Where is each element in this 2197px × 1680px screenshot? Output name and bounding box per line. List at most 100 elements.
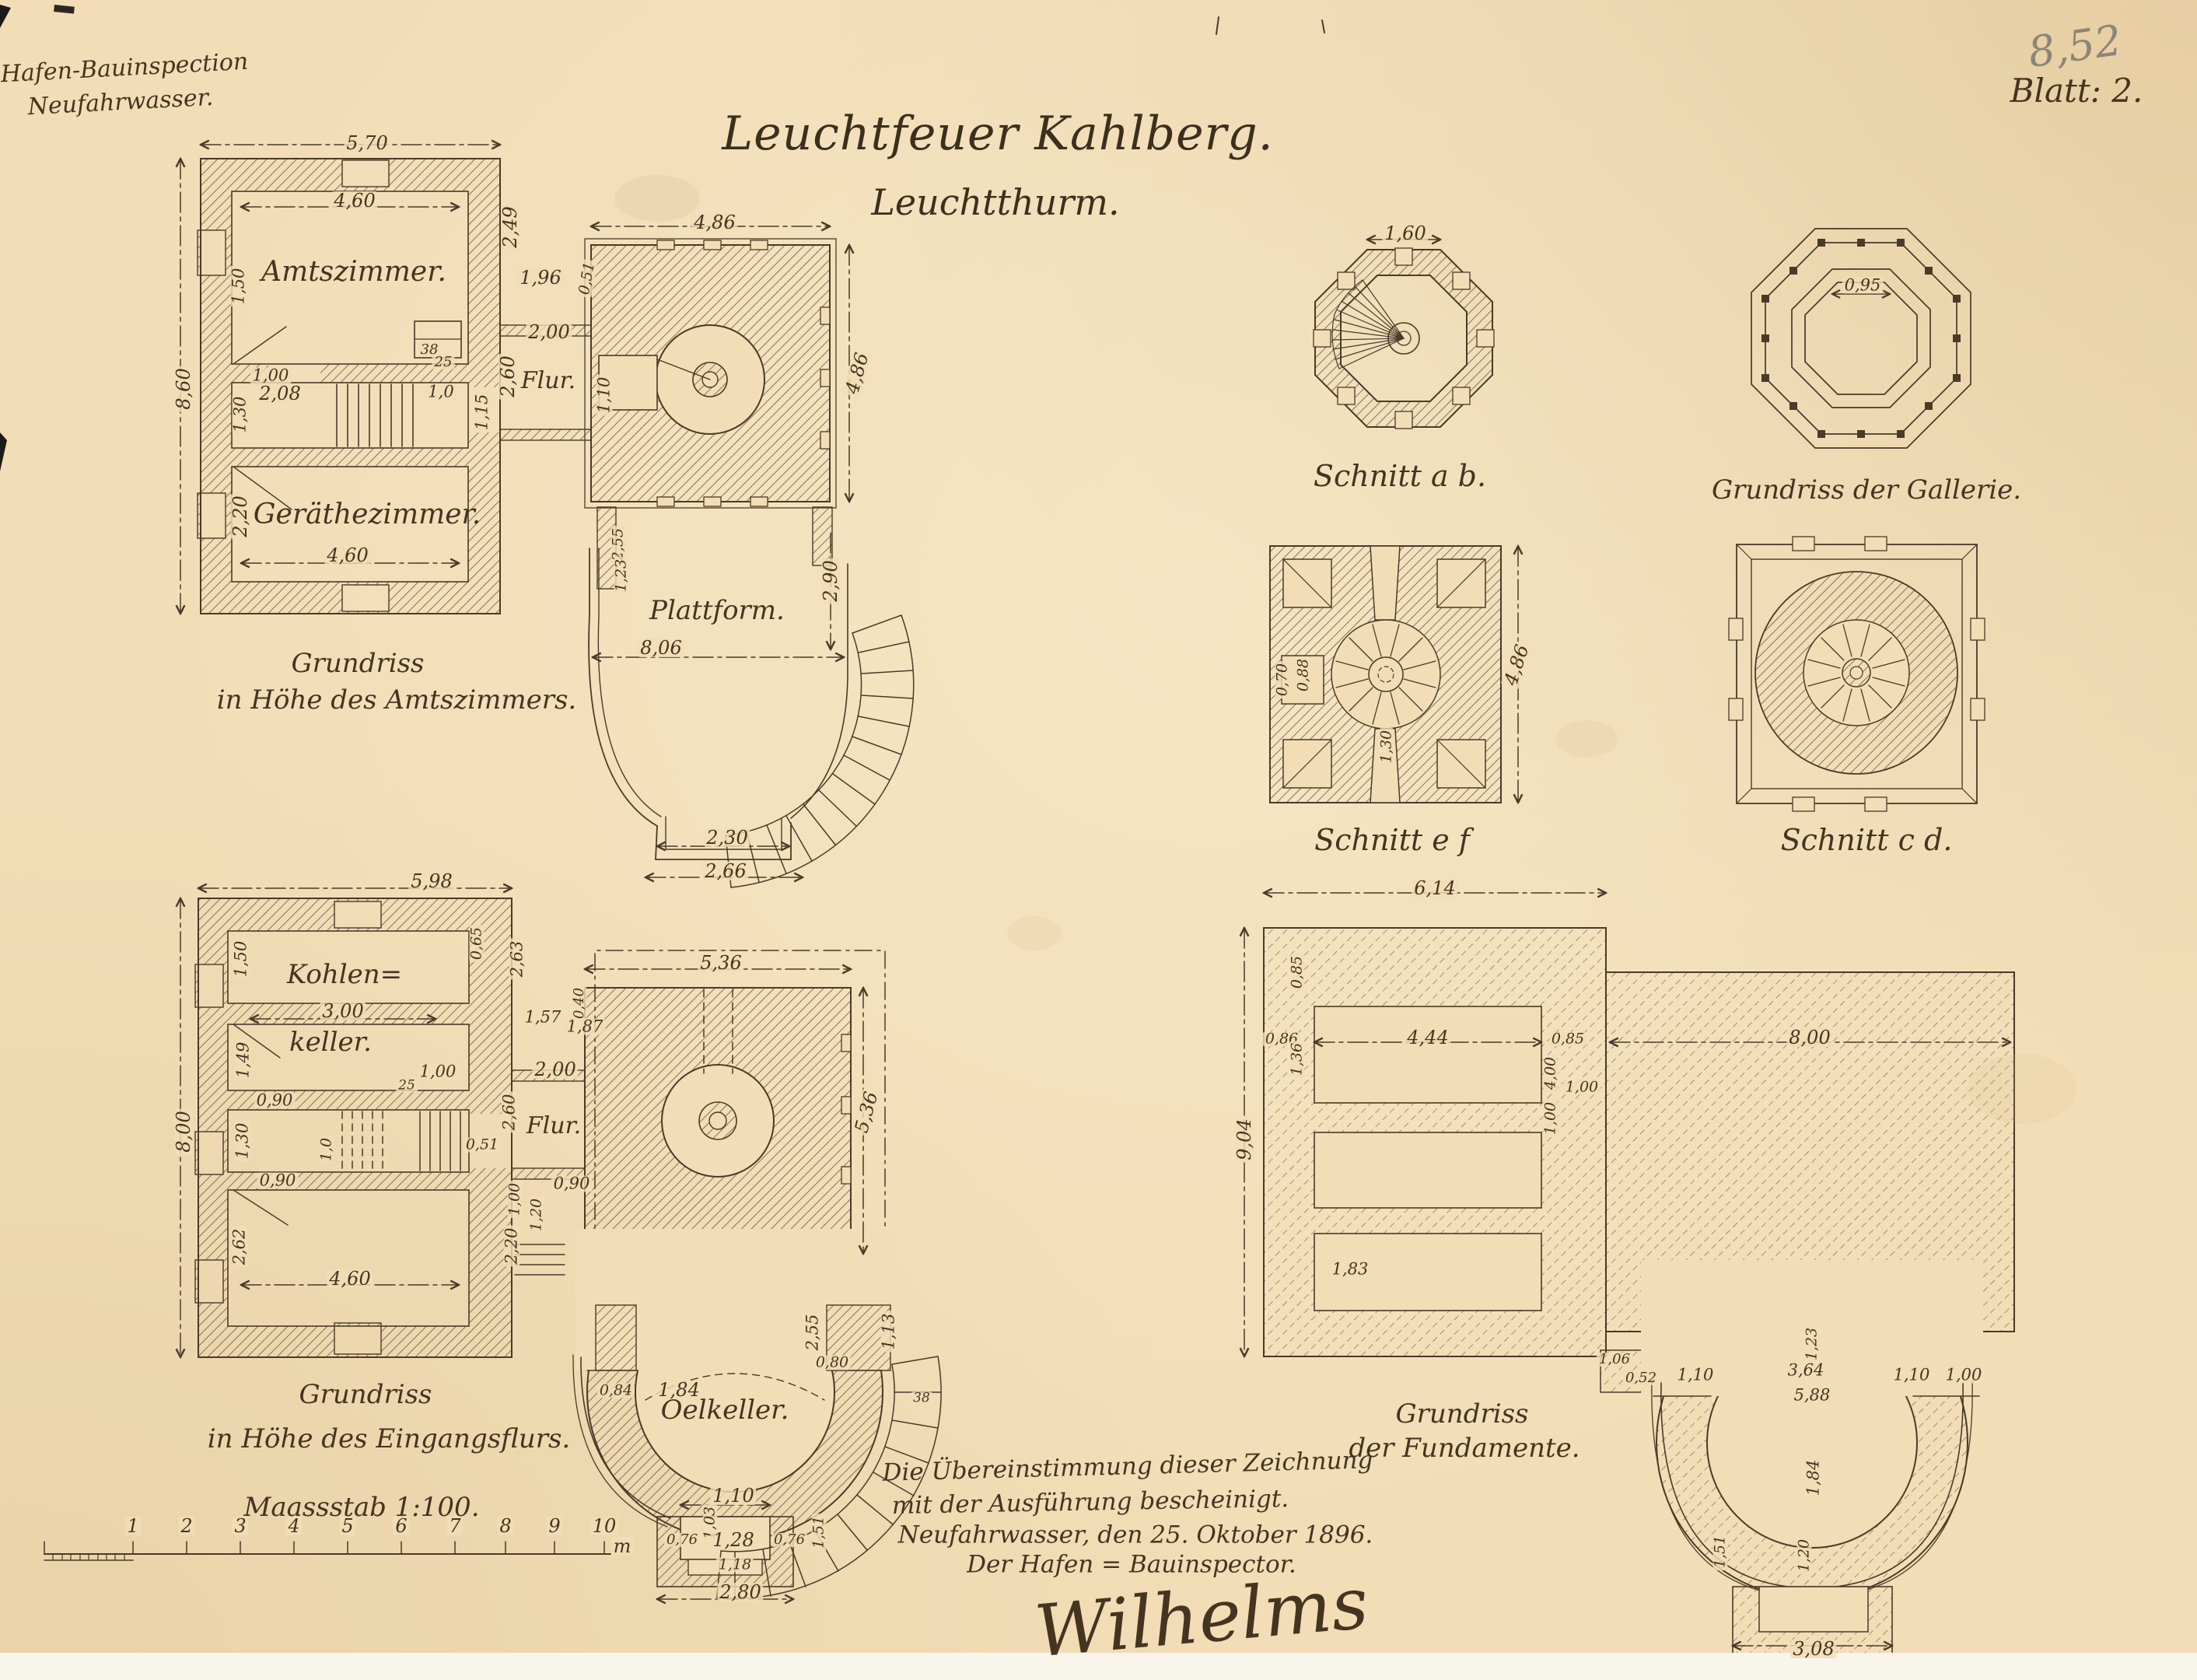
scale-label: Maassstab 1:100. xyxy=(243,1492,480,1523)
dim-label: 1,13 xyxy=(880,1311,898,1353)
dim-label: 1,00 xyxy=(250,367,292,384)
certification-line1: Die Übereinstimmung dieser Zeichnung xyxy=(882,1446,1373,1487)
dim-label: 0,76 xyxy=(771,1533,808,1547)
dim-label: 0,51 xyxy=(575,258,598,299)
dim-label: 3,08 xyxy=(1790,1640,1837,1658)
dim-label: 1,96 xyxy=(517,268,564,287)
dim-label: 2,20 xyxy=(502,1225,521,1267)
dim-label: 0,85 xyxy=(1548,1031,1587,1047)
dim-label: 4,60 xyxy=(331,191,378,210)
light-beam-fan xyxy=(1331,279,1405,369)
dim-label: 1,18 xyxy=(715,1557,754,1573)
dim-label: 1,00 xyxy=(1542,1099,1559,1138)
sheet-title: Leuchtfeuer Kahlberg. xyxy=(722,107,1274,161)
dim-label: 2 xyxy=(178,1517,195,1535)
stair-to-oelkeller xyxy=(514,1244,565,1276)
dim-label: 1,30 xyxy=(231,394,250,436)
scale-bar xyxy=(44,1541,611,1561)
caption-schnitt-ab: Schnitt a b. xyxy=(1313,459,1487,493)
dim-label: 1,0 xyxy=(318,1135,335,1164)
dim-label: 6 xyxy=(393,1517,410,1535)
certification-line2: mit der Ausführung bescheinigt. xyxy=(891,1485,1289,1520)
plan-amtszimmer-building xyxy=(197,158,501,614)
dim-label: 1,00 xyxy=(1943,1367,1985,1384)
dim-label: 38 xyxy=(911,1391,932,1405)
section-schnitt-cd xyxy=(1728,536,1985,812)
dim-label: 1,00 xyxy=(1562,1080,1601,1095)
dim-label: 2,90 xyxy=(820,558,841,604)
dim-label: 25 xyxy=(396,1079,418,1093)
caption-fundamente-line2: der Fundamente. xyxy=(1349,1433,1580,1464)
inspector-signature: Wilhelms xyxy=(1031,1561,1372,1674)
dim-label: 38 xyxy=(418,343,441,357)
dim-label: 3 xyxy=(232,1517,249,1535)
dim-label: 1,20 xyxy=(528,1195,545,1234)
dim-label: 1,50 xyxy=(232,938,250,980)
dim-label: 4,00 xyxy=(1542,1054,1559,1093)
dim-label: 1,36 xyxy=(1289,1040,1306,1079)
dim-label: 1,84 xyxy=(1804,1457,1823,1499)
dim-label: 0,90 xyxy=(257,1172,299,1189)
dim-label: 2,49 xyxy=(499,204,521,250)
dim-label: 0,80 xyxy=(813,1355,852,1370)
caption-schnitt-cd: Schnitt c d. xyxy=(1780,823,1953,857)
dim-label: 0,70 xyxy=(1274,660,1291,699)
dim-label: 1,00 xyxy=(506,1180,523,1219)
dim-label: 4,86 xyxy=(841,348,873,398)
dim-label: 8,60 xyxy=(173,366,194,412)
certification-line3: Neufahrwasser, den 25. Oktober 1896. xyxy=(897,1521,1373,1549)
office-stamp-line1: Hafen-Bauinspection xyxy=(0,47,250,89)
dim-label: 1,23 xyxy=(1803,1325,1821,1363)
dim-label: 5,36 xyxy=(698,954,744,972)
dim-label: 2,20 xyxy=(229,493,251,540)
staircase-lower xyxy=(341,1111,461,1171)
plan-fundamente xyxy=(1263,927,2015,1661)
dim-label: 1,83 xyxy=(1329,1261,1371,1278)
dim-label: 1,51 xyxy=(810,1513,827,1552)
dim-label: 2,66 xyxy=(702,862,749,880)
sheet-subtitle: Leuchtthurm. xyxy=(871,181,1120,223)
dim-label: 1,50 xyxy=(229,265,248,307)
dim-label: 8,06 xyxy=(638,639,684,657)
dim-label: 6,14 xyxy=(1412,879,1458,898)
dim-label: 10 xyxy=(589,1517,619,1535)
dim-label: 2,60 xyxy=(497,353,519,400)
room-label: Kohlen= xyxy=(286,959,403,990)
spiral-stair-spokes-cd xyxy=(1807,624,1905,722)
dim-label: 2,60 xyxy=(500,1091,519,1133)
pencil-number: 8,52 xyxy=(2025,15,2125,78)
dim-label: 2,08 xyxy=(257,384,303,403)
dim-label: 1,23 xyxy=(613,556,630,595)
dim-label: 5,98 xyxy=(408,872,455,891)
dim-label: 4 xyxy=(285,1517,303,1535)
dim-label: 0,95 xyxy=(1842,277,1884,294)
room-label: Geräthezimmer. xyxy=(253,499,481,530)
caption-fundamente-line1: Grundriss xyxy=(1395,1398,1529,1430)
room-label: Amtszimmer. xyxy=(261,256,446,288)
dim-label: 3,00 xyxy=(320,1002,366,1020)
room-label: Flur. xyxy=(520,367,576,394)
dim-label: 5 xyxy=(339,1517,356,1535)
sheet-number: Blatt: 2. xyxy=(2010,72,2143,110)
dim-label: 2,00 xyxy=(532,1060,579,1079)
plan-amtszimmer-platform xyxy=(588,506,915,888)
certification-line4: Der Hafen = Bauinspector. xyxy=(967,1550,1296,1579)
dim-label: 1,30 xyxy=(1378,727,1395,766)
dim-label: 1,51 xyxy=(1712,1532,1729,1571)
caption-gallerie: Grundriss der Gallerie. xyxy=(1711,474,2022,506)
dim-label: 0,88 xyxy=(1295,656,1312,695)
dim-label: 4,44 xyxy=(1405,1028,1451,1047)
room-label: Oelkeller. xyxy=(660,1395,789,1426)
curved-stair-lower xyxy=(716,1356,942,1599)
dim-label: 0,84 xyxy=(596,1383,635,1398)
dim-label: 1,87 xyxy=(564,1018,606,1035)
dim-label: 0,51 xyxy=(463,1137,502,1153)
dim-label: 5,88 xyxy=(1791,1387,1833,1404)
dim-label: 2,63 xyxy=(508,938,527,980)
dim-label: 1,00 xyxy=(417,1063,459,1080)
plan-amtszimmer-tower xyxy=(584,238,837,509)
caption-eingangsflur-line2: in Höhe des Eingangsflurs. xyxy=(207,1423,571,1454)
dim-label: 1,20 xyxy=(1796,1536,1813,1575)
